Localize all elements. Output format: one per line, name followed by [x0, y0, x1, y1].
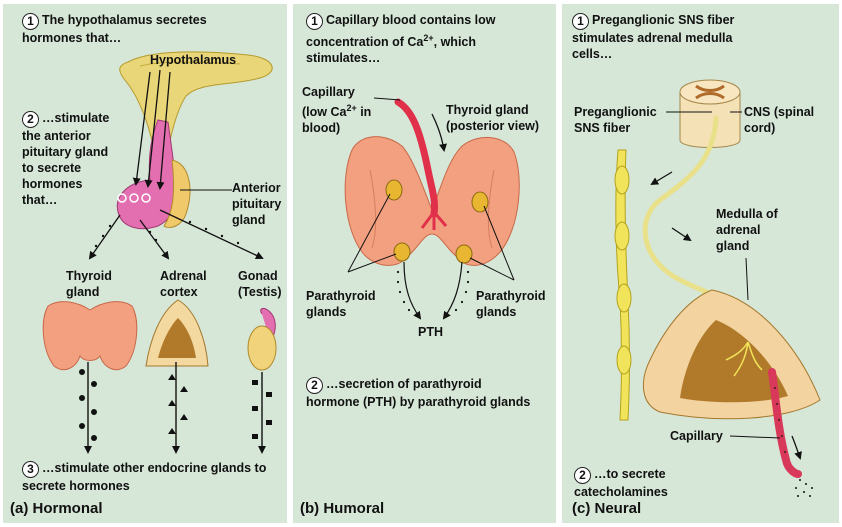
cns-spinal-cord-label: CNS (spinal cord) — [744, 104, 828, 136]
hypothalamus-label: Hypothalamus — [150, 52, 236, 68]
step2-neural: 2…to secrete catecholamines — [574, 466, 724, 500]
thyroid-gland-drawing — [43, 302, 137, 370]
testis-drawing — [248, 308, 276, 370]
step2-hormonal: 2…stimulate the anterior pituitary gland… — [22, 110, 110, 208]
gonad-testis-label: Gonad (Testis) — [238, 268, 292, 300]
step3-hormonal: 3…stimulate other endocrine glands to se… — [22, 460, 272, 494]
adrenal-cortex-drawing — [146, 300, 208, 366]
caption-neural: (c) Neural — [572, 500, 641, 517]
sympathetic-chain-drawing — [615, 150, 631, 420]
pth-label: PTH — [418, 324, 443, 340]
step2-humoral: 2…secretion of parathyroid hormone (PTH)… — [306, 376, 536, 410]
preganglionic-fiber-label: Preganglionic SNS fiber — [574, 104, 664, 136]
adrenal-cortex-label: Adrenal cortex — [160, 268, 216, 300]
caption-humoral: (b) Humoral — [300, 500, 384, 517]
adrenal-gland-drawing — [643, 290, 820, 419]
thyroid-gland-label: Thyroid gland — [66, 268, 122, 300]
capillary-label: Capillary — [670, 428, 723, 444]
spinal-cord-drawing — [680, 80, 740, 148]
parathyroid-right-label: Parathyroid glands — [476, 288, 556, 320]
anterior-pituitary-label: Anterior pituitary gland — [232, 180, 290, 228]
caption-hormonal: (a) Hormonal — [10, 500, 103, 517]
thyroid-posterior-label: Thyroid gland (posterior view) — [446, 102, 546, 134]
parathyroid-left-label: Parathyroid glands — [306, 288, 376, 320]
medulla-adrenal-label: Medulla of adrenal gland — [716, 206, 786, 254]
capillary-low-ca-label: Capillary (low Ca2+ in blood) — [302, 84, 380, 136]
